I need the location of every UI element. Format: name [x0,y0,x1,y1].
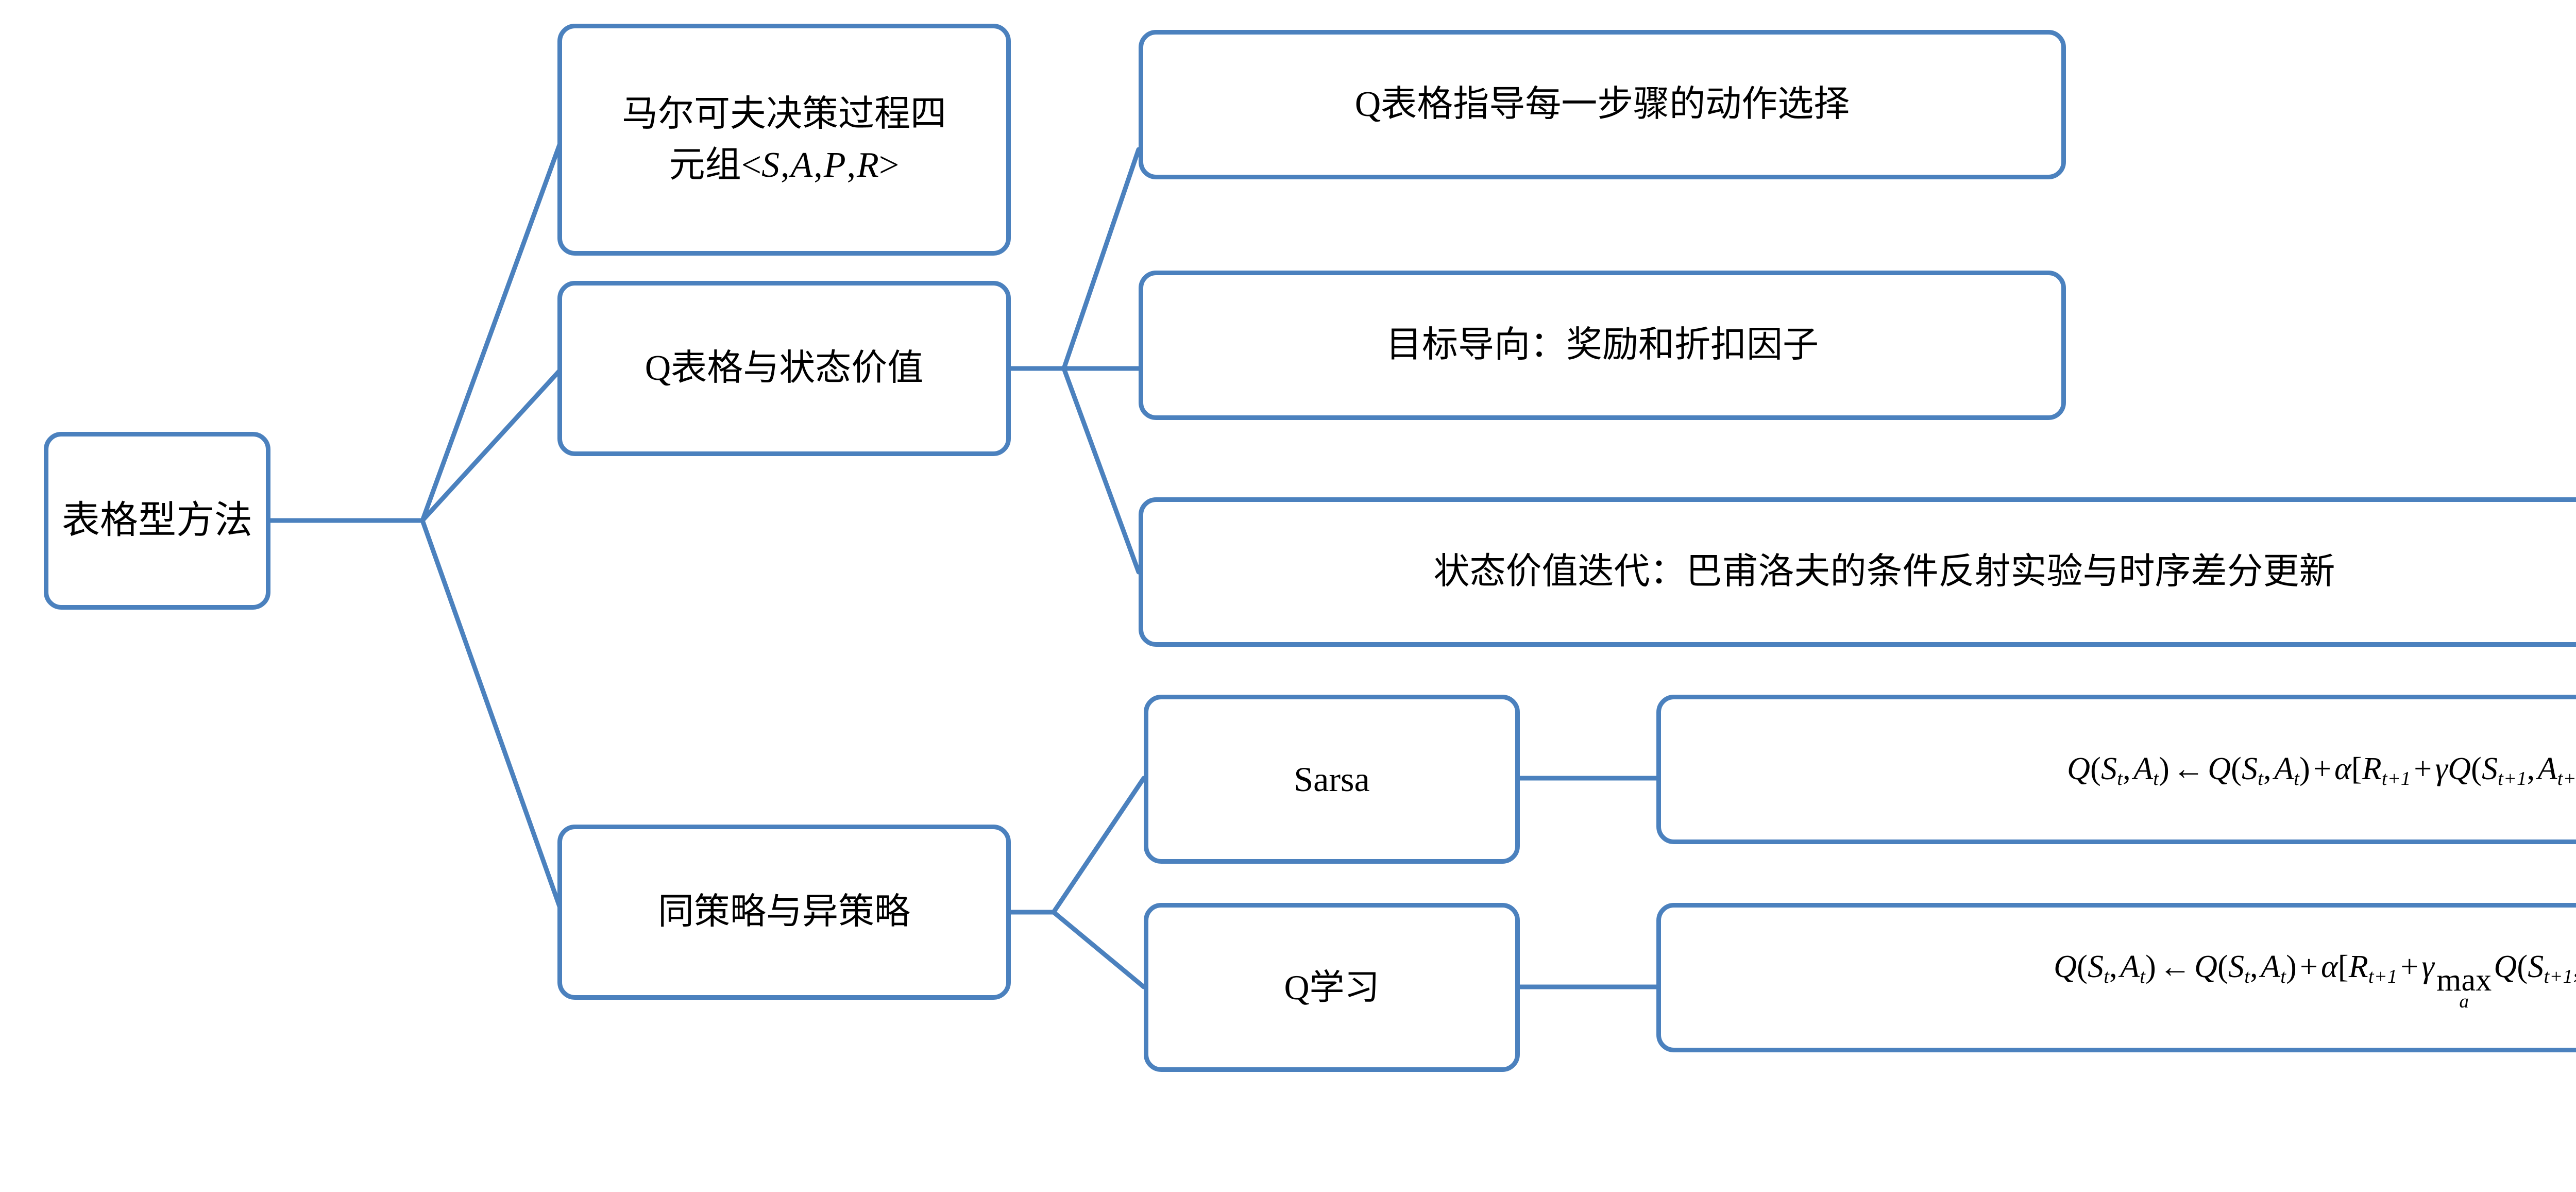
node-q-table-action-selection-label: Q表格指导每一步骤的动作选择 [1354,85,1850,125]
node-on-policy-off-policy[interactable]: 同策略与异策略 [557,825,1011,1000]
mdp-var-r: R [857,145,879,185]
mdp-line-2: 元组<S,A,P,R> [669,145,900,185]
mdp-var-p: P [823,145,846,185]
root-node-label: 表格型方法 [62,499,252,542]
ql-arrow: ← [2159,949,2192,985]
node-q-table-action-selection[interactable]: Q表格指导每一步骤的动作选择 [1139,30,2066,179]
connector-root-to-mdp [420,137,564,523]
root-node-tabular-methods[interactable]: 表格型方法 [44,432,270,610]
connector-root-to-policy [420,518,564,915]
node-goal-oriented-label: 目标导向：奖励和折扣因子 [1386,325,1819,365]
node-on-policy-off-policy-label: 同策略与异策略 [658,892,910,932]
connector-policy-to-sarsa [1051,776,1146,915]
connector-policy-to-qlearning [1051,910,1146,989]
sarsa-gamma: γ [2435,751,2448,786]
connector-qtable-to-leaf3 [1061,366,1141,575]
mdp-comma-1: , [781,145,790,185]
mdp-comma-3: , [846,145,856,185]
node-sarsa-label: Sarsa [1294,759,1370,799]
node-sarsa-formula[interactable]: Q(St, At)←Q(St, At)+α[Rt+1+γQ(St+1, At+1… [1656,695,2576,844]
sarsa-plus-2: + [2414,751,2432,786]
sarsa-alpha: α [2334,751,2351,786]
mdp-line-1: 马尔可夫决策过程四 [622,94,946,134]
node-q-learning[interactable]: Q学习 [1144,903,1520,1072]
node-state-value-iteration-label: 状态价值迭代：巴甫洛夫的条件反射实验与时序差分更新 [1433,552,2335,592]
node-q-table-state-value-label: Q表格与状态价值 [645,348,924,389]
sarsa-arrow: ← [2172,751,2205,786]
node-goal-oriented[interactable]: 目标导向：奖励和折扣因子 [1139,271,2066,420]
node-state-value-iteration[interactable]: 状态价值迭代：巴甫洛夫的条件反射实验与时序差分更新 [1139,497,2576,647]
mdp-angle-close: > [878,145,900,185]
connector-root-to-qtable [420,366,564,523]
ql-gamma: γ [2421,949,2435,985]
node-mdp-tuple[interactable]: 马尔可夫决策过程四 元组<S,A,P,R> [557,24,1011,256]
ql-max-subscript-a: a [2459,991,2469,1013]
node-q-learning-label: Q学习 [1284,967,1380,1007]
connector-qtable-to-leaf1 [1061,147,1141,371]
ql-plus-2: + [2400,949,2419,985]
node-sarsa[interactable]: Sarsa [1144,695,1520,864]
node-q-table-state-value[interactable]: Q表格与状态价值 [557,281,1011,456]
sarsa-equation: Q(St, At)←Q(St, At)+α[Rt+1+γQ(St+1, At+1… [2067,751,2576,790]
sarsa-plus-1: + [2313,751,2332,786]
ql-alpha: α [2321,949,2338,985]
node-q-learning-formula[interactable]: Q(St, At)←Q(St, At)+α[Rt+1+γmaxaQ(St+1, … [1656,903,2576,1052]
q-learning-equation: Q(St, At)←Q(St, At)+α[Rt+1+γmaxaQ(St+1, … [2054,949,2576,1013]
ql-max-label: max [2436,963,2492,998]
node-mdp-tuple-label: 马尔可夫决策过程四 元组<S,A,P,R> [571,89,997,191]
mdp-comma-2: , [814,145,823,185]
mdp-var-s: S [761,145,780,185]
mdp-var-a: A [790,145,813,185]
ql-plus-1: + [2299,949,2318,985]
